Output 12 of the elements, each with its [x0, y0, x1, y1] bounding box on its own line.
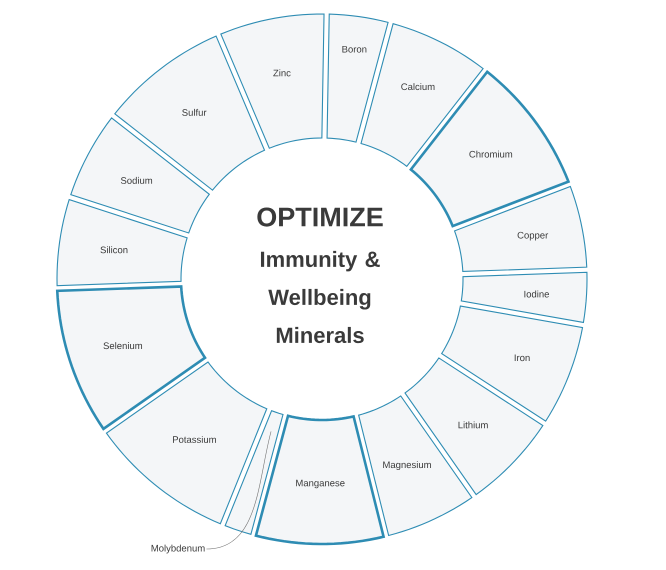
subheading: Immunity & Wellbeing Minerals [260, 250, 380, 344]
leader-line [206, 431, 272, 550]
segment-label: Molybdenum [152, 544, 205, 554]
heading: OPTIMIZE [257, 207, 383, 227]
mineral-segment: Zinc [220, 13, 325, 149]
mineral-segment: Sodium [70, 117, 210, 234]
mineral-segment: Potassium [106, 361, 268, 524]
mineral-segment: Boron [326, 14, 389, 143]
mineral-segment: Iodine [460, 272, 588, 324]
mineral-segment [224, 410, 284, 535]
node-label: Manganese [296, 480, 345, 488]
mineral-segment: Silicon [56, 198, 188, 286]
